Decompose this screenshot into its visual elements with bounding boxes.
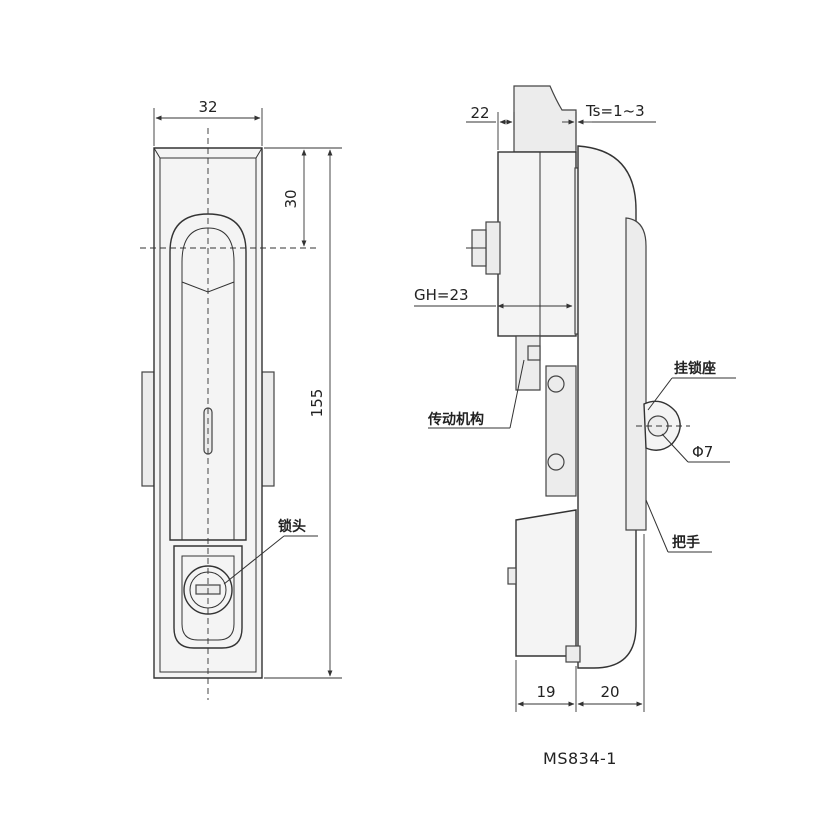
top-offset-dimension: 30 bbox=[282, 189, 300, 208]
front-body-inner bbox=[159, 157, 257, 673]
side-handle-grip bbox=[625, 217, 647, 531]
depth-dimension: 22 bbox=[470, 104, 489, 122]
handle-label: 把手 bbox=[672, 534, 700, 551]
left-mount-tab bbox=[141, 371, 155, 487]
side-knob bbox=[485, 221, 501, 275]
transmission-label: 传动机构 bbox=[427, 411, 484, 428]
front-handle bbox=[169, 213, 247, 541]
ts-dimension: Ts=1~3 bbox=[585, 102, 645, 120]
right-mount-tab bbox=[261, 371, 275, 487]
transmission-box bbox=[497, 151, 577, 337]
front-view: 32 30 155 锁头 bbox=[140, 98, 342, 700]
total-height-dimension: 155 bbox=[308, 389, 326, 418]
lock-label: 锁头 bbox=[278, 518, 306, 535]
model-number: MS834-1 bbox=[543, 749, 617, 768]
door-panel bbox=[513, 85, 577, 153]
bottom-left-dimension: 19 bbox=[536, 683, 555, 701]
base-block bbox=[515, 509, 577, 657]
bottom-right-dimension: 20 bbox=[600, 683, 619, 701]
hanging-seat-label: 挂锁座 bbox=[674, 360, 716, 377]
hole-diameter-dimension: Φ7 bbox=[692, 443, 713, 461]
side-view: 22 Ts=1~3 GH=23 传动机构 挂锁座 Φ7 把手 19 bbox=[414, 85, 736, 712]
front-width-dimension: 32 bbox=[198, 98, 217, 116]
gh-dimension: GH=23 bbox=[414, 286, 469, 304]
